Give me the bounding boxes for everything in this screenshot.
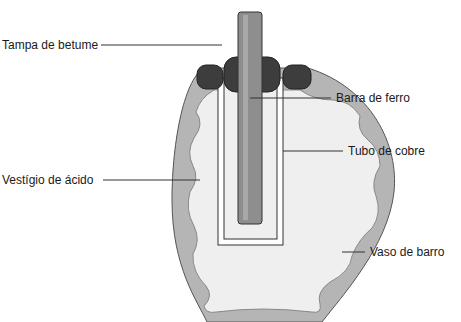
bitumen-cap-right — [283, 65, 311, 89]
bitumen-cap-left — [197, 65, 223, 89]
part-label: Barra de ferro — [336, 91, 410, 105]
part-label: Tampa de betume — [2, 38, 98, 52]
clay-vessel — [172, 68, 395, 322]
leader-lines — [101, 45, 365, 252]
part-label: Tubo de cobre — [348, 144, 425, 158]
part-label: Vestígio de ácido — [2, 173, 93, 187]
leader-line — [342, 252, 365, 253]
leader-line — [103, 180, 200, 181]
iron-bar — [238, 12, 262, 224]
leader-line — [101, 45, 222, 46]
iron-bar-highlight — [243, 15, 248, 220]
leader-line — [250, 98, 331, 99]
leader-line — [283, 151, 343, 152]
acid-cavity — [188, 90, 380, 312]
part-label: Vaso de barro — [370, 245, 445, 259]
